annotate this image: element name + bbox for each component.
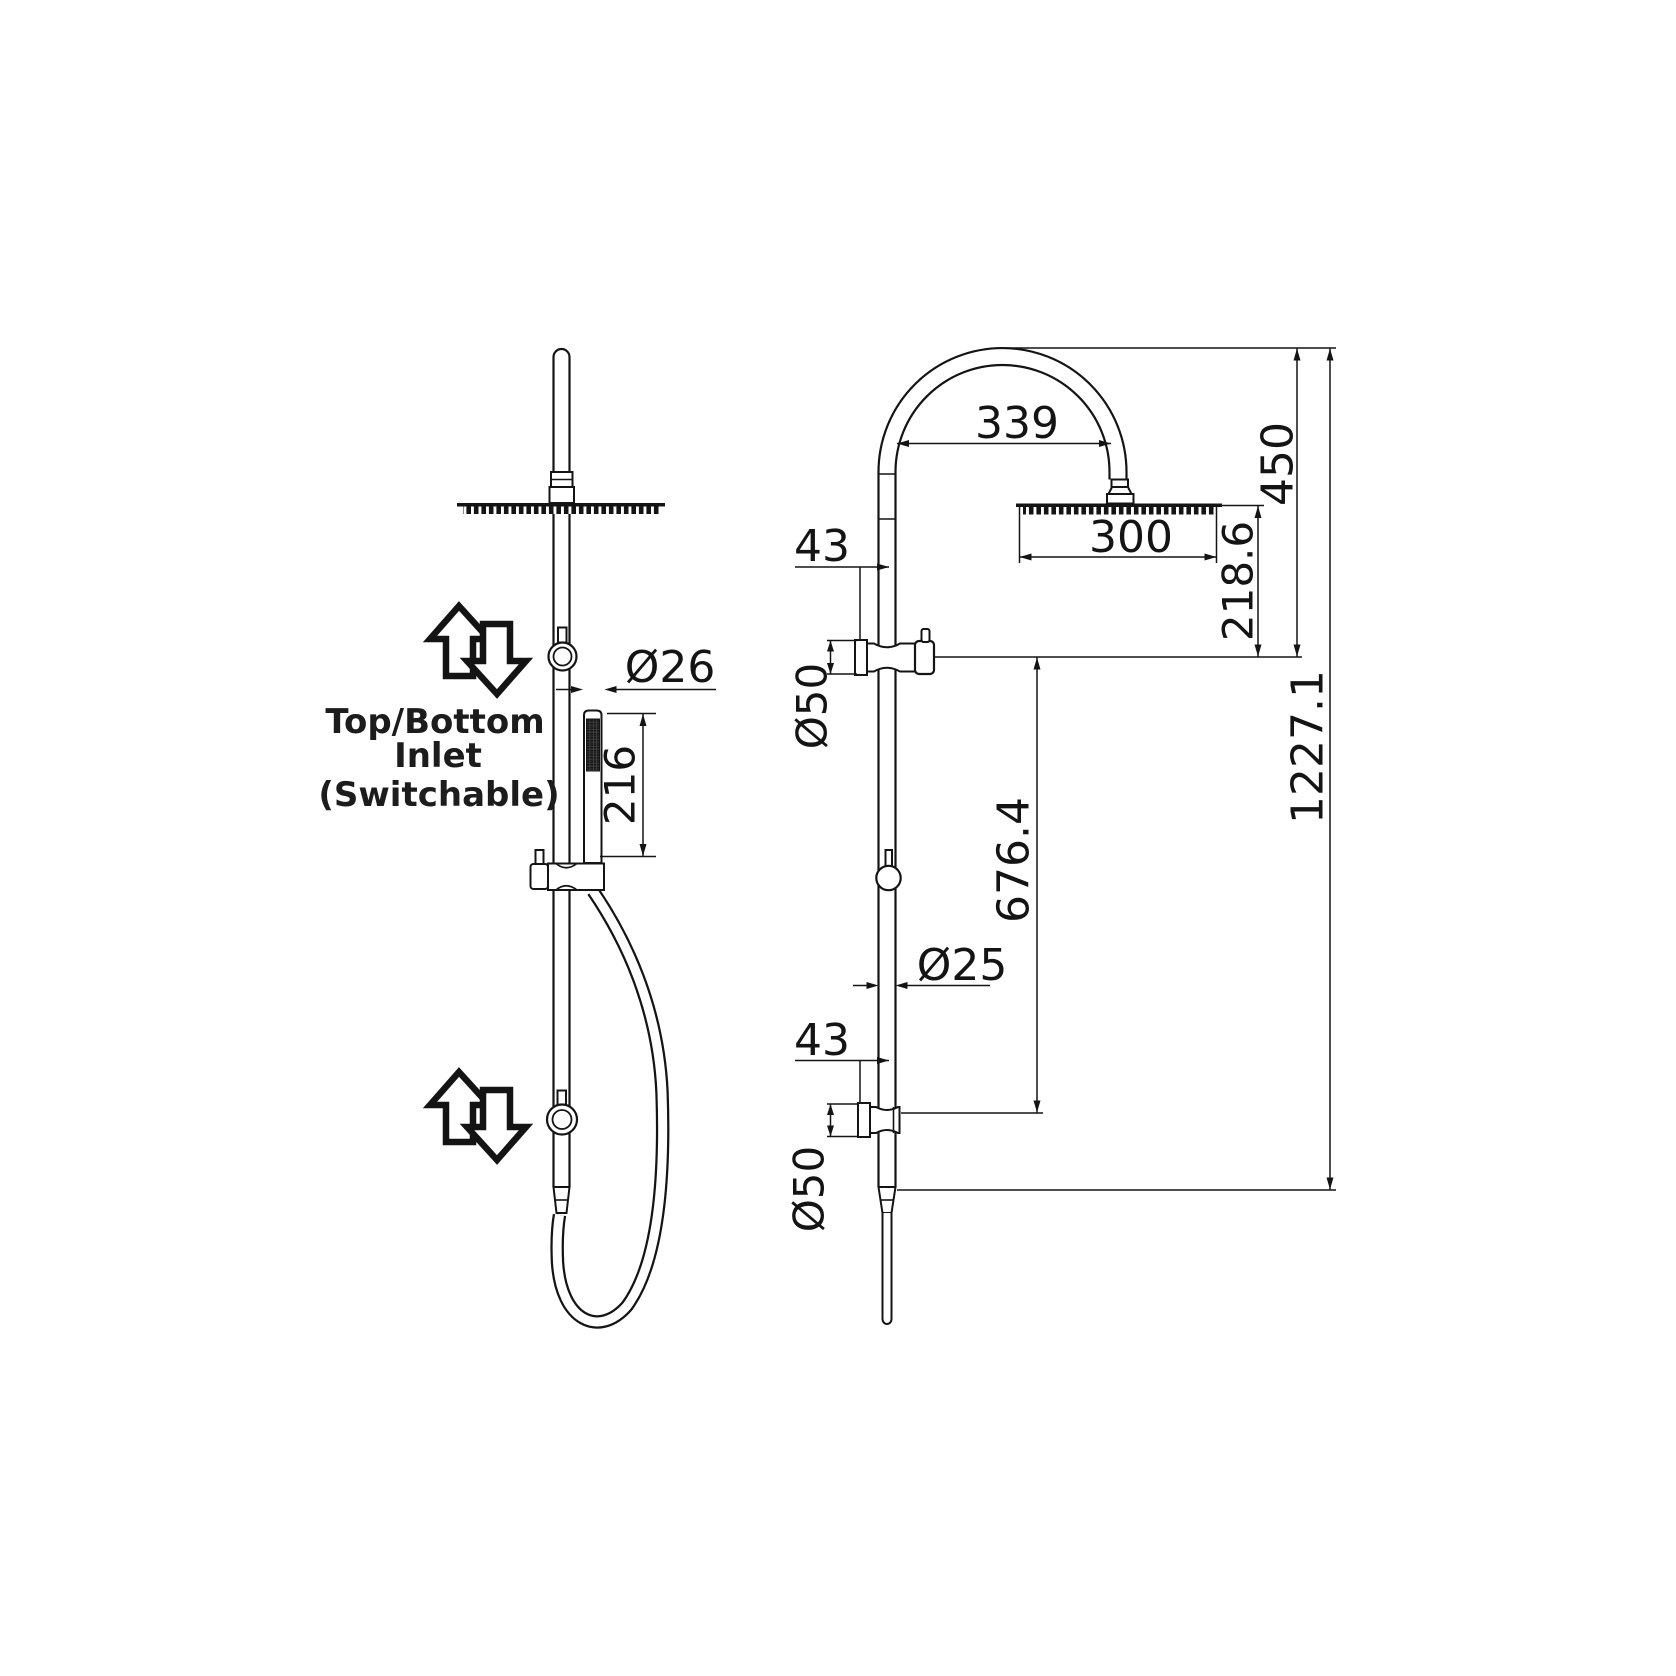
- side-head-connector: [548, 486, 575, 504]
- dim-head-width: 300: [1018, 504, 1218, 563]
- dim-rail-diameter: Ø25: [853, 940, 1007, 991]
- front-gooseneck-arch: [877, 346, 1135, 505]
- top-bracket-pin: [920, 628, 931, 643]
- dim-bracket-spacing: 676.4: [989, 657, 1041, 1113]
- bottom-bracket-arm: [869, 1106, 901, 1134]
- swap-arrows-icon-bottom: [422, 1067, 534, 1165]
- dim-arch-width: 339: [897, 398, 1111, 449]
- front-slider-circle: [875, 864, 902, 892]
- dim-text-bracket-spacing: 676.4: [989, 797, 1040, 923]
- slider-pin: [534, 849, 545, 866]
- dim-top-offset: 43: [794, 521, 889, 640]
- front-view: [854, 346, 1222, 1325]
- side-slider-bracket: [529, 849, 605, 891]
- dim-text-top-flange: Ø50: [788, 663, 837, 750]
- arch-fitting: [1110, 478, 1129, 488]
- inlet-label-line3: (Switchable): [318, 775, 559, 815]
- handshower-spray-face: [586, 718, 600, 772]
- side-shower-head: [457, 503, 665, 514]
- dim-text-bottom-flange: Ø50: [785, 1146, 834, 1233]
- dim-head-to-bracket: 218.6: [1214, 504, 1264, 657]
- dim-top-to-bracket: 450: [1253, 348, 1304, 657]
- side-bottom-bracket-knob: [545, 1089, 579, 1136]
- front-shower-head: [1016, 503, 1222, 515]
- dim-bottom-offset: 43: [794, 1015, 889, 1103]
- dim-text-top-offset: 43: [794, 521, 850, 572]
- top-bracket-arm: [866, 642, 916, 673]
- dim-text-handshower-diameter: Ø26: [625, 642, 716, 693]
- inlet-label-line2: Inlet: [394, 736, 482, 776]
- side-bottom-knob-pin: [556, 1089, 567, 1107]
- side-view: [457, 347, 670, 1329]
- inlet-annotation: Top/Bottom Inlet (Switchable): [318, 601, 560, 1165]
- front-bottom-bracket: [857, 1102, 901, 1138]
- slider-waist: [555, 862, 578, 891]
- side-top-knob-pin: [557, 626, 568, 644]
- dim-text-overall-height: 1227.1: [1283, 670, 1334, 824]
- slider-left-knob: [529, 863, 549, 890]
- arch-nut: [1106, 486, 1134, 495]
- head-mount-block: [1106, 493, 1135, 505]
- dim-overall-height: 1227.1: [1283, 348, 1334, 1190]
- dim-text-arch-width: 339: [975, 398, 1059, 449]
- side-handshower: [583, 709, 603, 864]
- side-bottom-knob-circle: [545, 1103, 579, 1136]
- dim-text-head-width: 300: [1089, 512, 1173, 563]
- dim-text-head-to-bracket: 218.6: [1214, 521, 1263, 641]
- side-top-bracket-knob: [547, 626, 578, 672]
- dim-bottom-flange: Ø50: [785, 1103, 858, 1233]
- slider-body: [547, 862, 605, 891]
- dim-handshower-length: 216: [596, 712, 656, 858]
- dim-text-bottom-offset: 43: [794, 1015, 850, 1066]
- bottom-bracket-flange: [857, 1102, 871, 1138]
- top-bracket-endcap: [913, 639, 936, 676]
- dim-text-handshower-length: 216: [596, 745, 645, 825]
- side-bottom-inlet: [552, 1186, 571, 1214]
- dim-handshower-diameter: Ø26: [556, 642, 716, 693]
- dim-text-top-to-bracket: 450: [1253, 422, 1304, 506]
- side-view-dimensions: Ø26 216: [556, 642, 716, 858]
- front-slider-knob: [875, 849, 902, 892]
- front-slider-pin: [884, 849, 893, 868]
- dim-text-rail-diameter: Ø25: [917, 940, 1008, 991]
- top-bracket-flange: [854, 639, 868, 676]
- swap-arrows-icon-top: [422, 601, 534, 699]
- front-hose-drop: [881, 1213, 893, 1325]
- inlet-label-line1: Top/Bottom: [325, 702, 544, 742]
- side-hose: [550, 887, 670, 1329]
- front-top-bracket: [854, 628, 936, 676]
- front-bottom-inlet: [877, 1186, 897, 1325]
- dim-top-flange: Ø50: [788, 639, 857, 750]
- side-rail-pipe: [552, 347, 571, 1187]
- front-view-dimensions: 339 300 218.6 450: [785, 347, 1336, 1233]
